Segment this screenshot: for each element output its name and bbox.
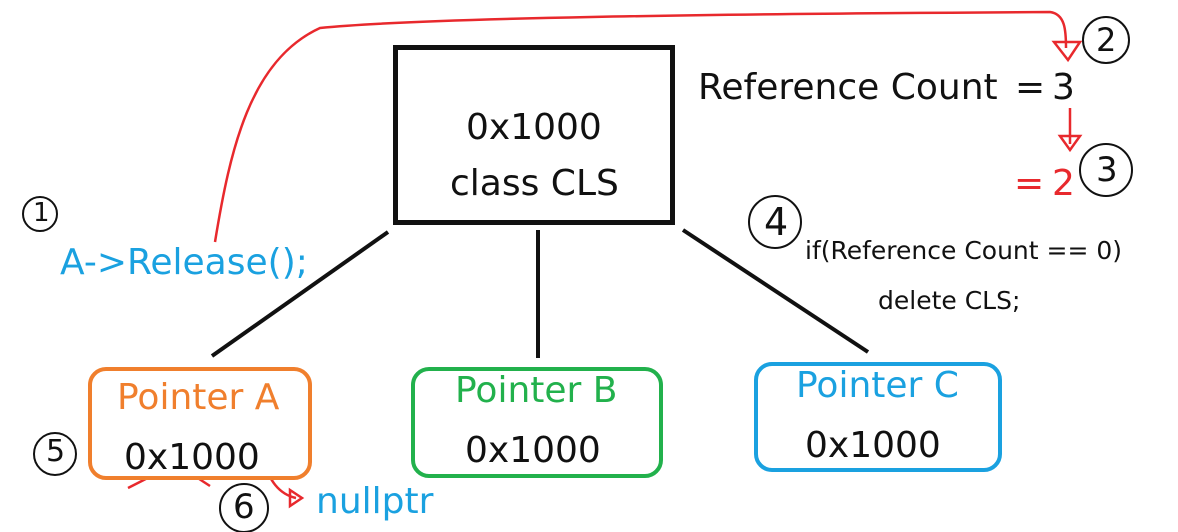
decrement-arrow-head — [1057, 134, 1083, 153]
pointer-b-value: 0x1000 — [465, 430, 601, 471]
refcount-value: 3 — [1052, 67, 1075, 108]
object-box — [393, 45, 675, 225]
refcount-label: Reference Count — [698, 67, 998, 108]
step-2-circle — [1082, 16, 1130, 64]
nullptr-arrow-head — [288, 487, 305, 509]
pointer-b-label: Pointer B — [455, 370, 618, 411]
pointer-a-label: Pointer A — [117, 377, 280, 418]
step-4-circle — [748, 195, 802, 249]
pointer-a-value: 0x1000 — [124, 437, 260, 478]
step-5-circle — [33, 432, 77, 476]
link-c — [681, 228, 870, 354]
step-4-number: 4 — [764, 200, 789, 244]
refcount-new-value: 2 — [1052, 163, 1075, 204]
pointer-a-box — [88, 367, 312, 480]
release-arrow-head — [1051, 40, 1083, 63]
release-call: A->Release(); — [60, 242, 308, 283]
condition-line-2: delete CLS; — [878, 286, 1021, 315]
step-3-number: 3 — [1096, 150, 1118, 190]
step-5-number: 5 — [46, 434, 66, 469]
refcount-equals: = — [1015, 67, 1046, 108]
step-6-number: 6 — [233, 487, 255, 527]
step-3-circle — [1079, 143, 1133, 197]
step-1-number: 1 — [33, 198, 50, 228]
step-1-circle — [22, 196, 58, 232]
link-a — [210, 230, 390, 358]
pointer-b-box — [411, 367, 663, 478]
step-2-number: 2 — [1096, 21, 1117, 59]
pointer-c-box — [754, 362, 1002, 472]
refcount-new-equals: = — [1014, 163, 1045, 204]
step-6-circle — [219, 483, 269, 532]
condition-line-1: if(Reference Count == 0) — [805, 236, 1123, 265]
pointer-c-value: 0x1000 — [805, 425, 941, 466]
nullptr-label: nullptr — [316, 481, 434, 522]
object-address: 0x1000 — [466, 107, 602, 148]
release-arrow — [213, 10, 1068, 243]
pointer-c-label: Pointer C — [796, 365, 959, 406]
object-class-label: class CLS — [450, 163, 619, 204]
